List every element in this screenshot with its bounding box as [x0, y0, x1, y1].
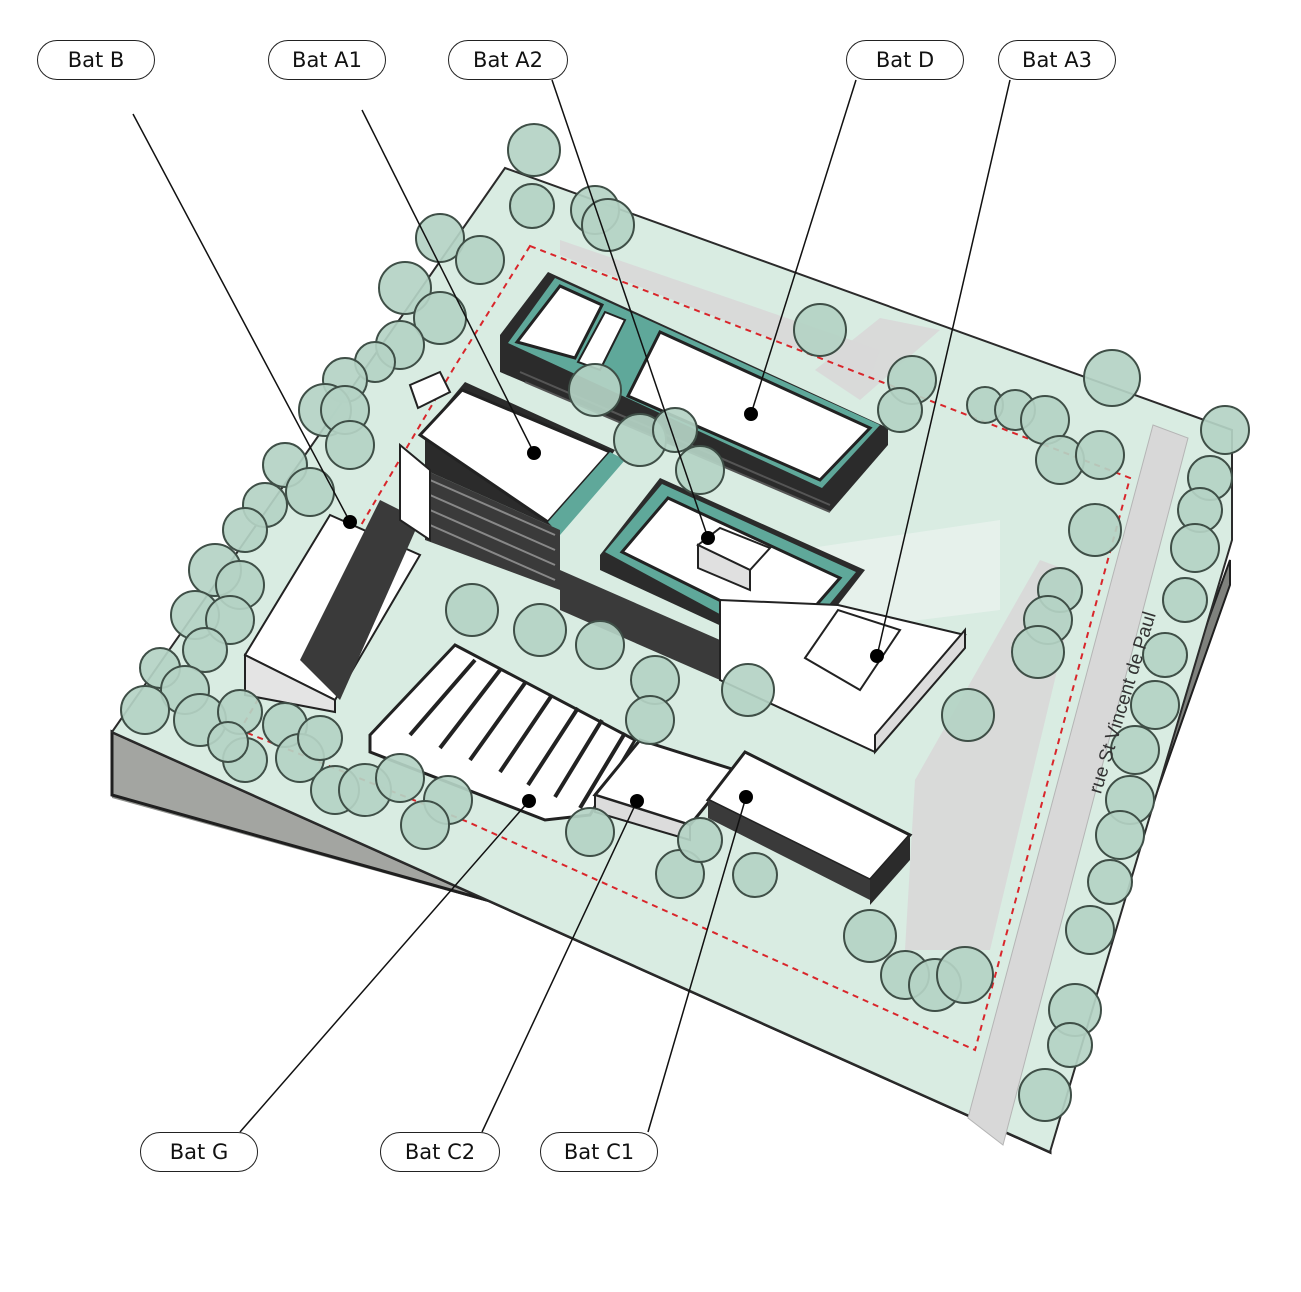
- label-bat-a1: Bat A1: [268, 40, 386, 80]
- leader-bat-d: [750, 79, 857, 415]
- tree-icon: [652, 407, 698, 453]
- anchor-bat-c1: [739, 790, 753, 804]
- tree-icon: [375, 753, 425, 803]
- tree-icon: [325, 420, 375, 470]
- tree-icon: [1200, 405, 1250, 455]
- tree-icon: [568, 363, 622, 417]
- tree-icon: [1142, 632, 1188, 678]
- tree-icon: [677, 817, 723, 863]
- anchor-bat-c2: [630, 794, 644, 808]
- label-bat-d: Bat D: [846, 40, 964, 80]
- anchor-dots: [343, 407, 884, 808]
- tree-icon: [675, 445, 725, 495]
- anchor-bat-d: [744, 407, 758, 421]
- tree-icon: [120, 685, 170, 735]
- label-bat-a3: Bat A3: [998, 40, 1116, 80]
- tree-icon: [565, 807, 615, 857]
- tree-icon: [625, 695, 675, 745]
- tree-icon: [843, 909, 897, 963]
- tree-icon: [1130, 680, 1180, 730]
- tree-icon: [509, 183, 555, 229]
- leader-lines: [132, 79, 1011, 1133]
- label-bat-c1: Bat C1: [540, 1132, 658, 1172]
- tree-icon: [445, 583, 499, 637]
- building-bat-a3: [719, 598, 967, 755]
- leader-bat-g: [239, 800, 530, 1133]
- tree-icon: [877, 387, 923, 433]
- tree-icon: [1110, 725, 1160, 775]
- label-bat-a2: Bat A2: [448, 40, 568, 80]
- tree-icon: [1087, 859, 1133, 905]
- tree-icon: [1047, 1022, 1093, 1068]
- tree-icon: [793, 303, 847, 357]
- tree-icon: [936, 946, 994, 1004]
- anchor-bat-b: [343, 515, 357, 529]
- tree-icon: [941, 688, 995, 742]
- anchor-bat-a2: [701, 531, 715, 545]
- leader-bat-c2: [481, 800, 638, 1133]
- tree-icon: [207, 721, 249, 763]
- building-bat-c1: [705, 750, 913, 905]
- anchor-bat-a3: [870, 649, 884, 663]
- tree-icon: [1170, 523, 1220, 573]
- tree-icon: [1011, 625, 1065, 679]
- tree-icon: [732, 852, 778, 898]
- tree-icon: [222, 507, 268, 553]
- tree-icon: [455, 235, 505, 285]
- leader-bat-a1: [361, 109, 535, 454]
- tree-icon: [182, 627, 228, 673]
- tree-icon: [1065, 905, 1115, 955]
- tree-icon: [378, 261, 432, 315]
- tree-icon: [400, 800, 450, 850]
- label-bat-g: Bat G: [140, 1132, 258, 1172]
- leader-bat-b: [132, 113, 351, 523]
- building-bat-b: [243, 370, 452, 714]
- leader-bat-a2: [551, 79, 709, 539]
- label-bat-c2: Bat C2: [380, 1132, 500, 1172]
- tree-icon: [507, 123, 561, 177]
- tree-icon: [285, 467, 335, 517]
- label-bat-b: Bat B: [37, 40, 155, 80]
- east-path: [815, 318, 940, 400]
- tree-icon: [1162, 577, 1208, 623]
- tree-icon: [721, 663, 775, 717]
- site-boundary: [238, 244, 1132, 1052]
- anchor-bat-g: [522, 794, 536, 808]
- tree-icon: [1083, 349, 1141, 407]
- tree-icon: [1095, 810, 1145, 860]
- tree-icon: [1075, 430, 1125, 480]
- building-bat-d: [500, 272, 888, 513]
- leader-bat-a3: [876, 79, 1011, 657]
- tree-icon: [581, 198, 635, 252]
- tree-group: [120, 123, 1250, 1122]
- building-bat-g: [368, 643, 638, 822]
- tree-icon: [513, 603, 567, 657]
- building-bat-a1: [417, 382, 625, 590]
- leader-bat-c1: [647, 796, 747, 1133]
- tree-icon: [1068, 503, 1122, 557]
- anchor-bat-a1: [527, 446, 541, 460]
- tree-icon: [415, 213, 465, 263]
- tree-icon: [575, 620, 625, 670]
- tree-icon: [297, 715, 343, 761]
- street: [967, 424, 1189, 1146]
- tree-icon: [1018, 1068, 1072, 1122]
